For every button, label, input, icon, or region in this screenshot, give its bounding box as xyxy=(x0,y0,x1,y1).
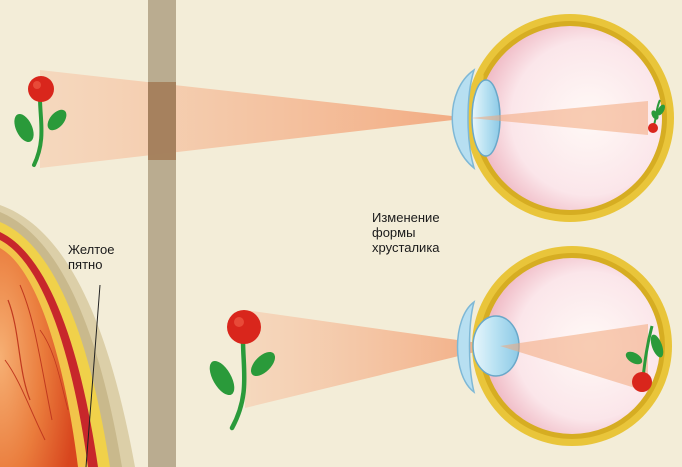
macula-label-line-2: пятно xyxy=(68,257,115,272)
lens-change-label-line-1: Изменение xyxy=(372,210,440,225)
divider-bar xyxy=(148,0,176,467)
lens-change-label: Изменение формы хрусталика xyxy=(372,210,440,255)
macula-label-line-1: Желтое xyxy=(68,242,115,257)
eye-distant-focus xyxy=(452,14,674,222)
lens-change-label-line-2: формы xyxy=(372,225,440,240)
macula-label: Желтое пятно xyxy=(68,242,115,272)
lens-change-label-line-3: хрусталика xyxy=(372,240,440,255)
eye-near-focus xyxy=(458,246,673,446)
